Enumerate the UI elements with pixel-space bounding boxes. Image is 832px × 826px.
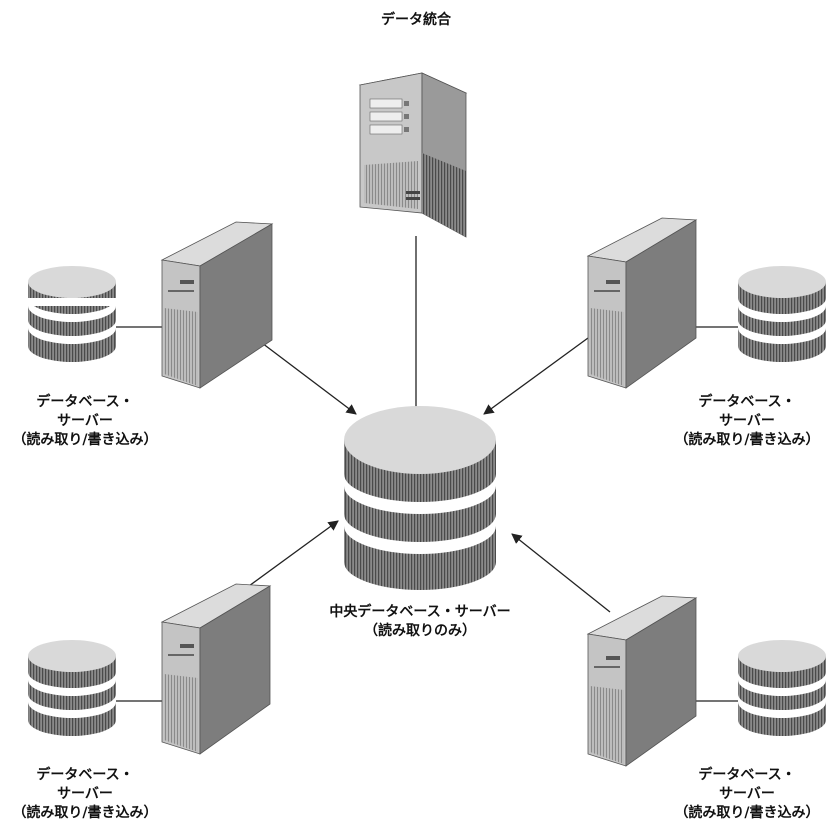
node-label-line: （読み取り/書き込み） bbox=[12, 432, 158, 448]
database-cylinder-icon bbox=[28, 266, 116, 362]
integration-server-icon bbox=[358, 72, 468, 238]
central-label-line-2: （読み取りのみ） bbox=[364, 623, 476, 639]
node-label-line: データベース・ bbox=[698, 767, 796, 783]
arrow-bottom-right bbox=[511, 533, 611, 613]
tower-server-icon bbox=[586, 217, 698, 389]
node-label-line: サーバー bbox=[57, 413, 113, 429]
node-label-line: （読み取り/書き込み） bbox=[674, 805, 820, 821]
integration-label-line: データ統合 bbox=[381, 12, 451, 28]
node-label-line: データベース・ bbox=[36, 394, 134, 410]
node-label-bottom-left: データベース・ サーバー （読み取り/書き込み） bbox=[2, 766, 168, 823]
node-label-bottom-right: データベース・ サーバー （読み取り/書き込み） bbox=[664, 766, 830, 823]
node-label-line: データベース・ bbox=[36, 767, 134, 783]
database-cylinder-icon bbox=[28, 640, 116, 736]
central-database-icon bbox=[344, 406, 496, 590]
central-label-line-1: 中央データベース・サーバー bbox=[329, 604, 511, 620]
node-label-line: サーバー bbox=[719, 786, 775, 802]
node-label-top-left: データベース・ サーバー （読み取り/書き込み） bbox=[2, 393, 168, 450]
database-cylinder-icon bbox=[738, 266, 826, 362]
connectors bbox=[116, 236, 740, 702]
database-cylinder-icon bbox=[738, 640, 826, 736]
arrow-bottom-left bbox=[237, 520, 339, 595]
arrow-top-right bbox=[483, 337, 589, 415]
node-label-top-right: データベース・ サーバー （読み取り/書き込み） bbox=[664, 393, 830, 450]
node-label-line: （読み取り/書き込み） bbox=[12, 805, 158, 821]
node-label-line: データベース・ bbox=[698, 394, 796, 410]
node-label-line: （読み取り/書き込み） bbox=[674, 432, 820, 448]
tower-server-icon bbox=[160, 221, 274, 389]
integration-label: データ統合 bbox=[366, 11, 466, 30]
node-label-line: サーバー bbox=[719, 413, 775, 429]
node-label-line: サーバー bbox=[57, 786, 113, 802]
arrow-top-left bbox=[257, 339, 357, 415]
tower-server-icon bbox=[586, 595, 698, 767]
central-server-label: 中央データベース・サーバー （読み取りのみ） bbox=[320, 603, 520, 641]
tower-server-icon bbox=[160, 583, 272, 755]
